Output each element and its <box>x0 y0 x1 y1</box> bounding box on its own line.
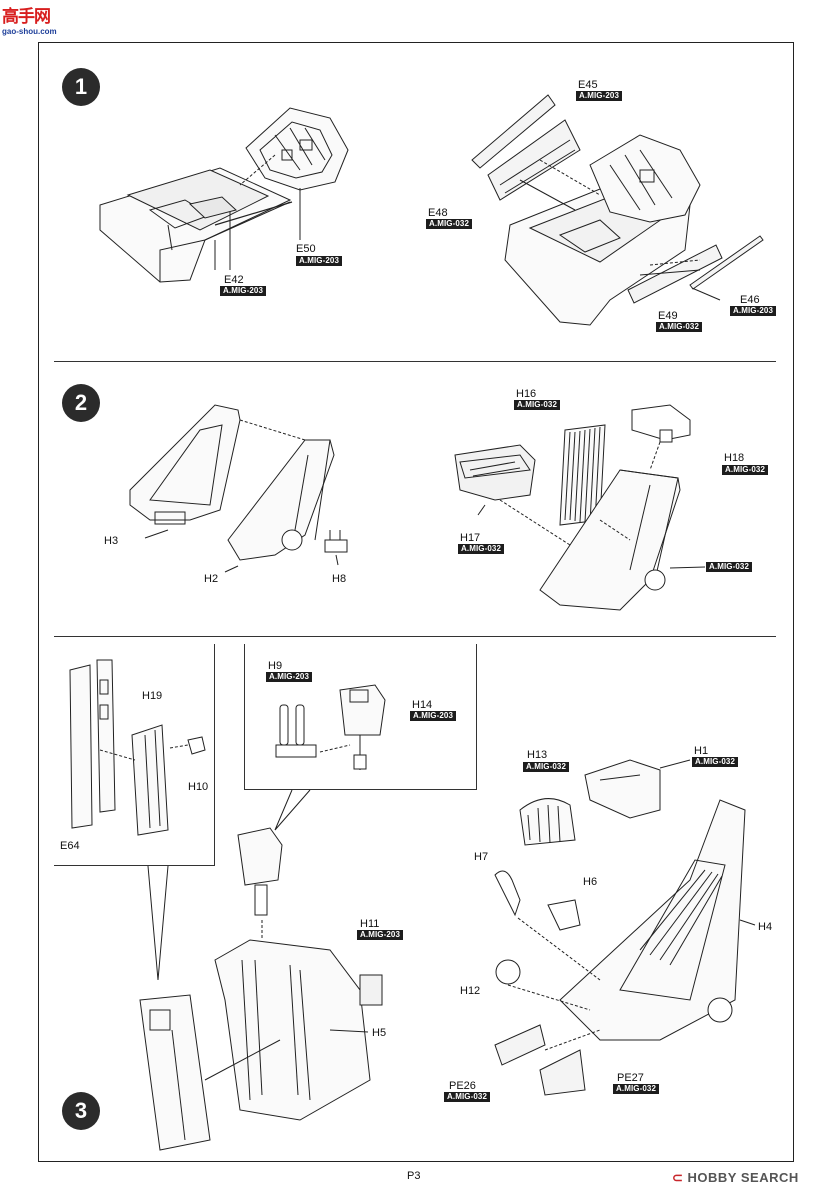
part-label-pe26: PE26 <box>449 1080 476 1092</box>
part-label-e42: E42 <box>224 274 244 286</box>
watermark-url: gao-shou.com <box>2 27 57 36</box>
seat-assembly-step2 <box>455 405 705 610</box>
paint-code-seat: A.MIG-032 <box>706 562 753 572</box>
paint-code-h1: A.MIG-032 <box>692 757 739 767</box>
hobby-search-text: HOBBY SEARCH <box>687 1170 799 1185</box>
section-divider-1 <box>54 361 776 362</box>
paint-code-e45: A.MIG-203 <box>576 91 623 101</box>
part-label-h7: H7 <box>474 851 489 863</box>
detail-box-headrest <box>244 644 477 790</box>
hobby-search-watermark: ⊂ HOBBY SEARCH <box>672 1170 799 1186</box>
part-label-h16: H16 <box>516 388 537 400</box>
part-label-h8: H8 <box>332 573 347 585</box>
hobby-search-logo-icon: ⊂ <box>672 1170 684 1185</box>
step-number-1: 1 <box>62 68 100 106</box>
part-label-h6: H6 <box>583 876 598 888</box>
cockpit-tub-right <box>472 95 763 325</box>
page-number: P3 <box>407 1170 421 1182</box>
part-label-e46: E46 <box>740 294 760 306</box>
watermark-logo-text: 高手网 <box>2 7 51 27</box>
paint-code-h14: A.MIG-203 <box>410 711 457 721</box>
part-label-e64: E64 <box>60 840 80 852</box>
part-label-h18: H18 <box>724 452 745 464</box>
part-label-h5: H5 <box>372 1027 387 1039</box>
step-number-2: 2 <box>62 384 100 422</box>
paint-code-e42: A.MIG-203 <box>220 286 267 296</box>
paint-code-h18: A.MIG-032 <box>722 465 769 475</box>
cockpit-tub-left <box>100 108 348 282</box>
rail-parts <box>70 660 205 835</box>
paint-code-h11: A.MIG-203 <box>357 930 404 940</box>
paint-code-e49: A.MIG-032 <box>656 322 703 332</box>
paint-code-pe27: A.MIG-032 <box>613 1084 660 1094</box>
part-label-h9: H9 <box>268 660 283 672</box>
paint-code-h13: A.MIG-032 <box>523 762 570 772</box>
section-divider-2 <box>54 636 776 637</box>
paint-code-h9: A.MIG-203 <box>266 672 313 682</box>
part-label-e49: E49 <box>658 310 678 322</box>
paint-code-h17: A.MIG-032 <box>458 544 505 554</box>
instruction-page-frame <box>38 42 794 1162</box>
seat-assembly-step3 <box>140 828 382 1150</box>
part-label-h10: H10 <box>188 781 209 793</box>
site-watermark-logo: 高手网 gao-shou.com <box>2 2 72 38</box>
part-label-e48: E48 <box>428 207 448 219</box>
paint-code-e50: A.MIG-203 <box>296 256 343 266</box>
part-label-h13: H13 <box>527 749 548 761</box>
part-label-h12: H12 <box>460 985 481 997</box>
detail-box-rail <box>54 644 215 866</box>
paint-code-h16: A.MIG-032 <box>514 400 561 410</box>
paint-code-e48: A.MIG-032 <box>426 219 473 229</box>
part-label-h19: H19 <box>142 690 163 702</box>
part-label-e45: E45 <box>578 79 598 91</box>
headrest-parts <box>276 685 385 770</box>
part-label-pe27: PE27 <box>617 1072 644 1084</box>
part-label-h11: H11 <box>360 918 380 930</box>
part-label-h14: H14 <box>412 699 433 711</box>
paint-code-pe26: A.MIG-032 <box>444 1092 491 1102</box>
part-label-h3: H3 <box>104 535 119 547</box>
part-label-h1: H1 <box>694 745 709 757</box>
part-label-e50: E50 <box>296 243 316 255</box>
seat-assembly-final <box>495 760 755 1095</box>
part-label-h2: H2 <box>204 573 219 585</box>
seat-halves <box>130 405 347 572</box>
part-label-h17: H17 <box>460 532 481 544</box>
part-label-h4: H4 <box>758 921 773 933</box>
paint-code-e46: A.MIG-203 <box>730 306 777 316</box>
step-number-3: 3 <box>62 1092 100 1130</box>
